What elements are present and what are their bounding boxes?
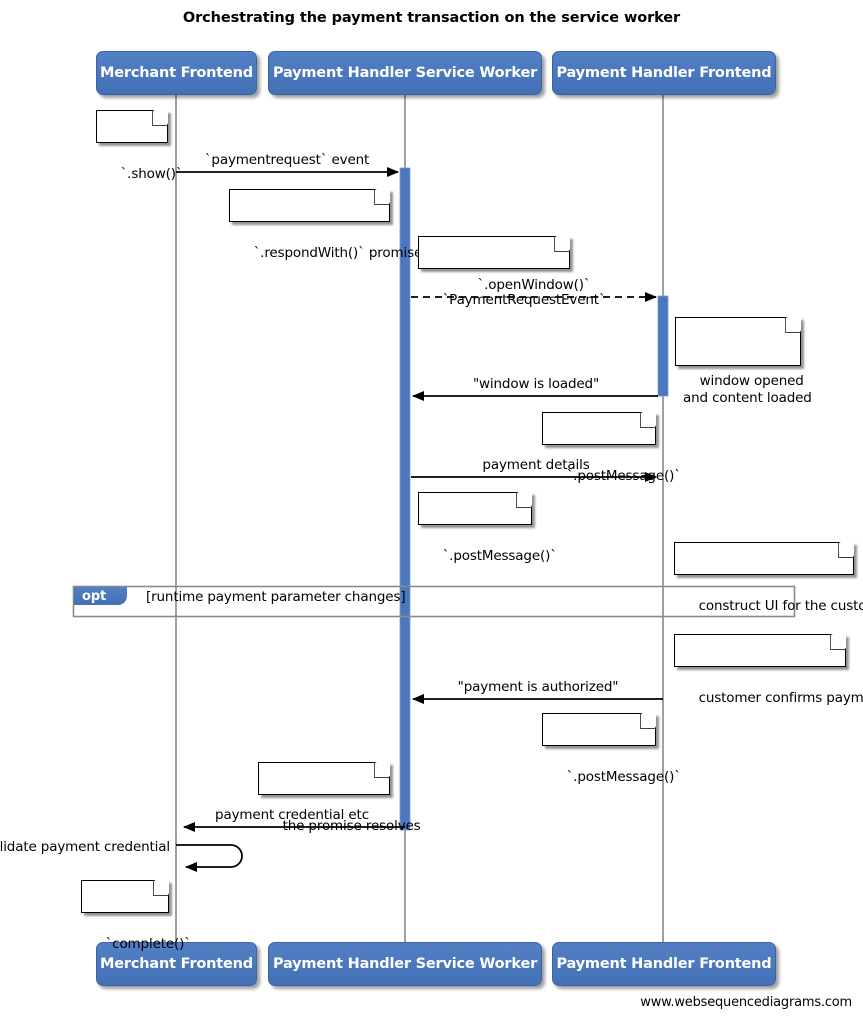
note-text: the promise resolves [282,818,421,834]
note-window-opened-and-content-loaded: window opened and content loaded [675,316,812,406]
fragment-frames-group [72,585,796,618]
message-label-openwindow: `.openWindow()` [477,277,591,293]
note-postmessage-authorized: `.postMessage()` [542,712,681,785]
fragment-tab-opt[interactable]: opt [74,587,127,605]
participant-label: Payment Handler Service Worker [272,956,538,972]
note-text: `.postMessage()` [566,769,681,785]
participant-label: Payment Handler Frontend [556,956,772,972]
note-show: `.show()` [96,109,183,182]
note-text: `.show()` [120,166,183,182]
participant-footer-payment-handler-frontend[interactable]: Payment Handler Frontend [552,942,776,986]
note-complete: `complete()` [81,879,191,952]
fragment-kind-label: opt [82,588,107,604]
note-text: `.respondWith()` promise [253,245,423,261]
message-arrow-validate-payment-credential-self-loop [176,844,243,872]
participant-footer-merchant-frontend[interactable]: Merchant Frontend [96,942,257,986]
note-paymentrequestevent: `PaymentRequestEvent` [418,235,606,308]
note-respondwith-promise: `.respondWith()` promise [229,188,422,261]
activation-bar-payment-handler-frontend [657,295,669,397]
fragment-condition-opt: [runtime payment parameter changes] [146,589,406,605]
footer-credit: www.websequencediagrams.com [640,995,852,1010]
participant-label: Payment Handler Frontend [556,65,772,81]
message-label-paymentrequest-event: `paymentrequest` event [204,152,370,168]
messages-group [176,167,663,872]
note-text: customer confirms payment [698,690,863,706]
note-the-promise-resolves: the promise resolves [258,761,421,834]
message-label-validate-payment-credential: validate payment credential [0,839,170,855]
note-construct-ui-for-the-customer: construct UI for the customer [674,541,863,614]
participant-header-merchant-frontend[interactable]: Merchant Frontend [96,51,257,95]
note-text: `PaymentRequestEvent` [442,292,606,308]
note-text: window opened and content loaded [683,373,812,406]
participant-label: Merchant Frontend [100,65,253,81]
note-postmessage-from-frontend: `.postMessage()` [542,411,681,484]
note-postmessage-from-service-worker: `.postMessage()` [418,491,557,564]
page-title: Orchestrating the payment transaction on… [182,10,681,26]
message-label-payment-is-authorized: "payment is authorized" [457,679,619,695]
activation-bar-service-worker [399,167,411,831]
note-text: `.postMessage()` [442,548,557,564]
opt-fragment-frame [72,585,796,618]
message-label-payment-credential-etc: payment credential etc [215,807,369,823]
note-text: `complete()` [105,936,191,952]
note-text: `.postMessage()` [566,468,681,484]
note-text: construct UI for the customer [698,598,863,614]
participant-label: Payment Handler Service Worker [272,65,538,81]
participant-label: Merchant Frontend [100,956,253,972]
activation-bars-group [399,167,669,831]
participant-footer-service-worker[interactable]: Payment Handler Service Worker [268,942,542,986]
message-label-payment-details: payment details [482,457,590,473]
note-customer-confirms-payment: customer confirms payment [674,633,863,706]
message-label-window-is-loaded: "window is loaded" [472,376,600,392]
participant-header-service-worker[interactable]: Payment Handler Service Worker [268,51,542,95]
participant-header-payment-handler-frontend[interactable]: Payment Handler Frontend [552,51,776,95]
